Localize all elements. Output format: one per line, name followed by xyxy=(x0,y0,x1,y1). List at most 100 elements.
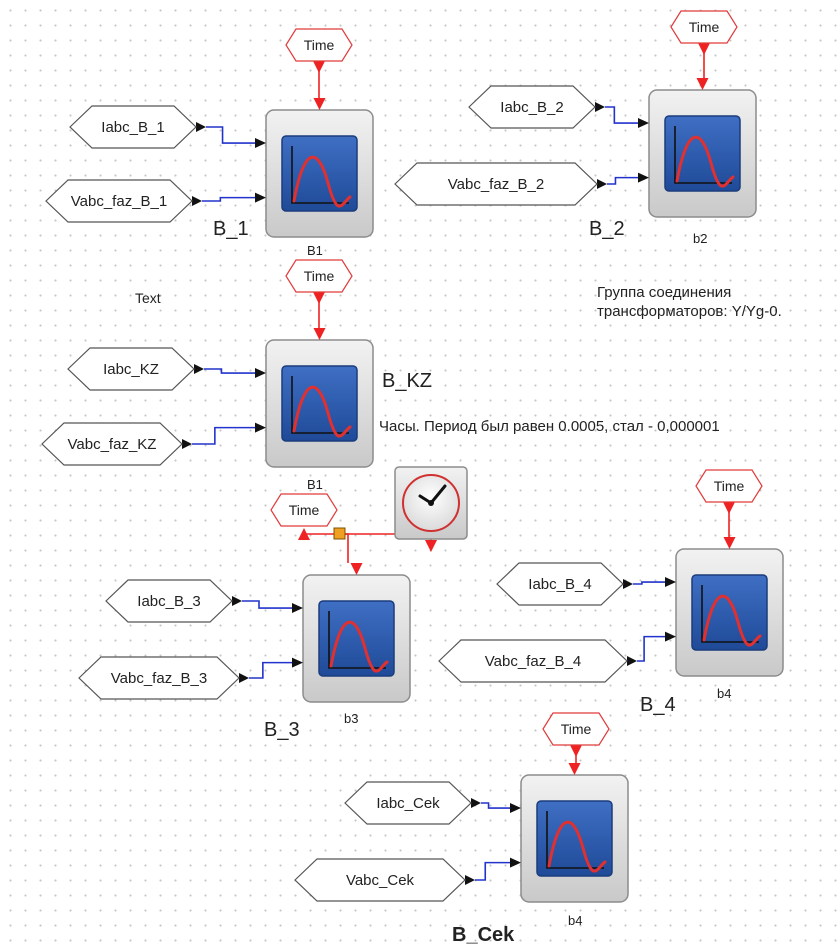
goto-tag-label: Vabc_faz_B_2 xyxy=(448,176,544,193)
goto-tag-label: Vabc_faz_B_4 xyxy=(485,653,581,670)
goto-tag-shape[interactable] xyxy=(294,858,466,902)
data-link-b1-1 xyxy=(206,126,255,144)
data-link-b3-1 xyxy=(242,600,292,609)
clock-tag-output-port xyxy=(313,61,325,73)
clock-tag-b2[interactable]: Time xyxy=(670,10,738,44)
clock-tag-shape[interactable] xyxy=(670,10,738,44)
scope-screen xyxy=(536,800,613,877)
event-port[interactable] xyxy=(696,78,709,90)
scope-screen xyxy=(281,365,358,442)
goto-tag-label: Vabc_Cek xyxy=(346,872,415,889)
clock-tag-bkz[interactable]: Time xyxy=(285,259,353,293)
event-port[interactable] xyxy=(568,763,581,775)
goto-tag-shape[interactable] xyxy=(45,179,193,223)
input-port-1[interactable] xyxy=(292,603,303,614)
scope-block-bcek[interactable] xyxy=(510,763,629,903)
clock-output-port xyxy=(425,540,437,552)
scope-block-b4[interactable] xyxy=(665,537,784,677)
tag-output-port xyxy=(623,579,633,589)
goto-tag-label: Iabc_B_4 xyxy=(528,576,591,593)
goto-tag-b1-2[interactable]: Vabc_faz_B_1 xyxy=(45,179,193,223)
clock-tag-shape[interactable] xyxy=(285,259,353,293)
goto-tag-shape[interactable] xyxy=(496,562,624,606)
goto-tag-shape[interactable] xyxy=(438,639,628,683)
goto-tag-shape[interactable] xyxy=(78,656,240,700)
input-port-2[interactable] xyxy=(255,192,266,203)
scope-block-icon xyxy=(691,574,768,651)
clock-tag-label: Time xyxy=(289,502,320,518)
goto-tag-shape[interactable] xyxy=(468,85,596,129)
split-point[interactable] xyxy=(333,527,346,540)
input-port-1[interactable] xyxy=(255,368,266,379)
scope-block-b2[interactable] xyxy=(638,78,757,218)
goto-tag-b3-2[interactable]: Vabc_faz_B_3 xyxy=(78,656,240,700)
goto-tag-shape[interactable] xyxy=(41,422,183,466)
goto-tag-shape[interactable] xyxy=(344,781,472,825)
goto-tag-shape[interactable] xyxy=(105,579,233,623)
goto-tag-label: Vabc_faz_B_3 xyxy=(111,670,207,687)
input-port-2[interactable] xyxy=(255,422,266,433)
input-port-2[interactable] xyxy=(292,657,303,668)
clock-tag-shape[interactable] xyxy=(285,28,353,62)
input-port-1[interactable] xyxy=(665,577,676,588)
clock-tag-shape[interactable] xyxy=(542,712,610,746)
block-title-b2: B_2 xyxy=(589,218,625,240)
data-link-b2-1 xyxy=(605,106,638,124)
goto-tag-b3-1[interactable]: Iabc_B_3 xyxy=(105,579,233,623)
tag-output-port xyxy=(194,364,204,374)
clock-tag-b4[interactable]: Time xyxy=(695,469,763,503)
input-port-1[interactable] xyxy=(510,803,521,814)
data-link-b2-2 xyxy=(607,176,638,185)
transformer-group-note: Группа соединения трансформаторов: Y/Yg-… xyxy=(597,284,782,320)
text-annotation: Text xyxy=(135,290,161,306)
goto-tag-b4-1[interactable]: Iabc_B_4 xyxy=(496,562,624,606)
scope-screen xyxy=(664,115,741,192)
goto-tag-bkz-2[interactable]: Vabc_faz_KZ xyxy=(41,422,183,466)
clock-tag-shape[interactable] xyxy=(695,469,763,503)
scope-axes xyxy=(291,376,349,434)
event-port[interactable] xyxy=(313,98,326,110)
scope-block-icon xyxy=(281,365,358,442)
scope-screen xyxy=(691,574,768,651)
clock-tag-output-port xyxy=(698,43,710,55)
input-port-1[interactable] xyxy=(255,138,266,149)
scope-block-bkz[interactable] xyxy=(255,328,374,468)
tag-output-port xyxy=(597,179,607,189)
goto-tag-b1-1[interactable]: Iabc_B_1 xyxy=(69,105,197,149)
tag-output-port xyxy=(627,656,637,666)
scope-block-b3[interactable] xyxy=(292,563,411,703)
goto-tag-bcek-2[interactable]: Vabc_Cek xyxy=(294,858,466,902)
clock-tag-label: Time xyxy=(714,478,745,494)
goto-tag-shape[interactable] xyxy=(394,162,598,206)
nodes-layer: Iabc_B_1Vabc_faz_B_1TimeIabc_B_2Vabc_faz… xyxy=(41,10,784,903)
input-port-2[interactable] xyxy=(638,172,649,183)
goto-tag-bcek-1[interactable]: Iabc_Cek xyxy=(344,781,472,825)
scope-waveform xyxy=(675,135,735,188)
clock-tag-shape[interactable] xyxy=(270,493,338,527)
scope-axes xyxy=(701,585,759,643)
scope-screen xyxy=(318,600,395,677)
data-link-b3-2 xyxy=(249,661,292,679)
goto-tag-shape[interactable] xyxy=(69,105,197,149)
input-port-1[interactable] xyxy=(638,118,649,129)
clock-tag-bcek[interactable]: Time xyxy=(542,712,610,746)
scope-block-b1[interactable] xyxy=(255,98,374,238)
goto-tag-shape[interactable] xyxy=(67,347,195,391)
goto-tag-bkz-1[interactable]: Iabc_KZ xyxy=(67,347,195,391)
event-port[interactable] xyxy=(350,563,363,575)
event-port[interactable] xyxy=(313,328,326,340)
goto-tag-b4-2[interactable]: Vabc_faz_B_4 xyxy=(438,639,628,683)
input-port-2[interactable] xyxy=(665,631,676,642)
data-link-b4-1 xyxy=(633,581,665,585)
event-port[interactable] xyxy=(723,537,736,549)
goto-tag-b2-1[interactable]: Iabc_B_2 xyxy=(468,85,596,129)
clock-icon[interactable] xyxy=(394,466,468,540)
input-port-2[interactable] xyxy=(510,857,521,868)
tag-output-port xyxy=(196,122,206,132)
clock-tag-label: Time xyxy=(304,37,335,53)
goto-tag-b2-2[interactable]: Vabc_faz_B_2 xyxy=(394,162,598,206)
scope-axes xyxy=(291,146,349,204)
clock-tag-b1[interactable]: Time xyxy=(285,28,353,62)
clock-tag-b3[interactable]: Time xyxy=(270,493,338,527)
